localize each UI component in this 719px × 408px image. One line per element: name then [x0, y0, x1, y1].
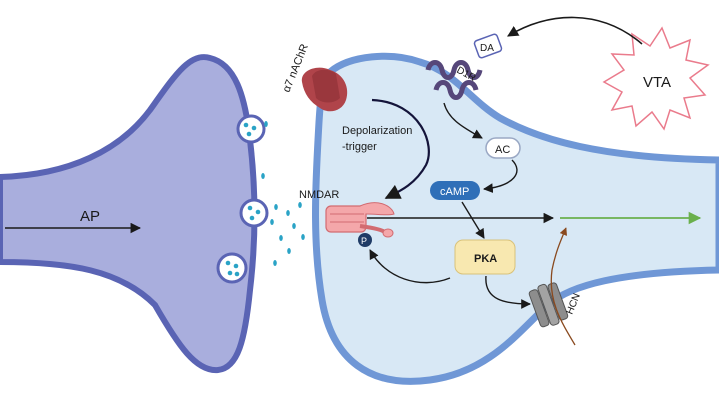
ac-label: AC [495, 144, 510, 156]
presynaptic-terminal [0, 57, 255, 370]
ap-label: AP [80, 208, 100, 225]
camp-label: cAMP [440, 186, 469, 198]
phospho-label: P [361, 236, 367, 246]
depolarization-label-line1: Depolarization [342, 125, 412, 137]
da-label: DA [480, 43, 494, 54]
vta-da-arrow [508, 17, 642, 44]
depolarization-label-line2: -trigger [342, 141, 377, 153]
vesicle [241, 200, 267, 226]
vesicle [218, 254, 246, 282]
vesicle [238, 116, 264, 142]
vta-label: VTA [643, 74, 671, 91]
nmdar-label: NMDAR [299, 189, 339, 201]
pka-label: PKA [474, 253, 497, 265]
